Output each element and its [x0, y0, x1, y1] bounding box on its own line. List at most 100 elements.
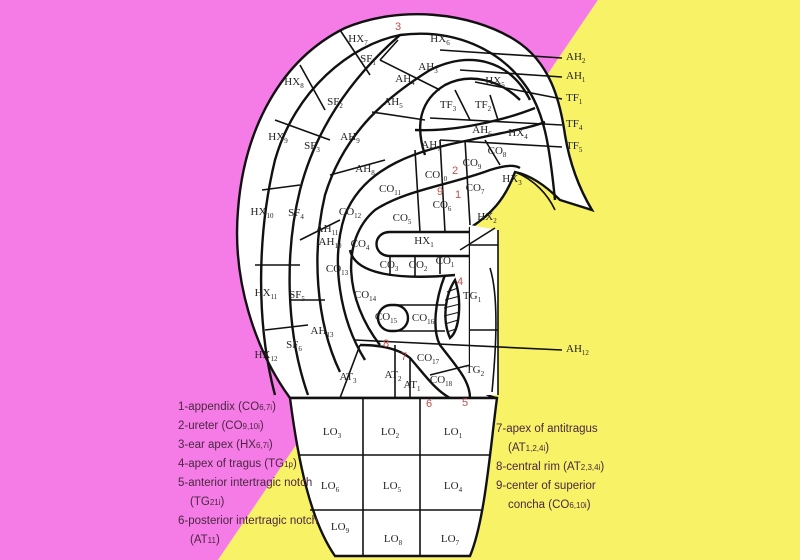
legend-end: ) — [293, 458, 297, 470]
acupoint-number: 7 — [401, 351, 407, 363]
legend-item: 2-ureter (CO9,10i) — [178, 417, 318, 436]
label-subscript: 7 — [364, 39, 368, 47]
label-base: CO — [417, 352, 432, 364]
region-label: CO6 — [433, 199, 452, 213]
label-subscript: 3 — [353, 377, 357, 385]
acupoint-number: 9 — [437, 186, 443, 198]
legend-subscript: 6,10i — [569, 501, 587, 510]
label-subscript: 6 — [488, 130, 492, 138]
region-label: CO17 — [417, 352, 440, 366]
label-base: TF — [440, 99, 453, 111]
label-base: CO — [409, 259, 424, 271]
legend-item: 3-ear apex (HX6,7i) — [178, 436, 318, 455]
label-base: HX — [414, 235, 430, 247]
legend-item: (AT1,2,4i) — [496, 439, 604, 458]
label-subscript: 13 — [341, 269, 349, 277]
label-base: SF — [304, 140, 316, 152]
legend-text: 6-posterior intertragic notch — [178, 515, 318, 527]
label-base: CO — [488, 145, 503, 157]
callout-label: TF4 — [566, 118, 583, 132]
legend-text: 2-ureter (CO — [178, 420, 243, 432]
region-label: LO2 — [381, 426, 400, 440]
region-label: LO4 — [444, 480, 463, 494]
label-base: AH — [316, 223, 332, 235]
label-subscript: 8 — [300, 82, 304, 90]
label-subscript: 9 — [284, 137, 288, 145]
region-label: HX8 — [284, 76, 304, 90]
label-subscript: 2 — [398, 375, 402, 383]
label-base: AH — [383, 96, 399, 108]
label-subscript: 4 — [366, 244, 370, 252]
label-base: LO — [383, 480, 398, 492]
label-subscript: 5 — [501, 81, 505, 89]
legend-end: ) — [220, 496, 225, 508]
label-subscript: 12 — [270, 355, 278, 363]
region-label: HX7 — [348, 33, 368, 47]
label-subscript: 4 — [524, 133, 528, 141]
legend-subscript: 21i — [209, 498, 221, 507]
region-label: AH4 — [395, 73, 415, 87]
legend-item: 6-posterior intertragic notch — [178, 512, 318, 531]
earlobe — [288, 396, 499, 558]
legend-text: concha (CO — [508, 499, 570, 511]
region-label: AH5 — [383, 96, 403, 110]
label-base: HX — [284, 76, 300, 88]
ear-body — [235, 13, 595, 400]
label-base: HX — [502, 173, 518, 185]
label-base: TF — [475, 99, 488, 111]
legend-end: ) — [545, 442, 550, 454]
legend-item: (TG21i) — [178, 493, 318, 512]
legend-text: 7-apex of antitragus — [496, 423, 598, 435]
legend-text: (AT — [190, 534, 208, 546]
label-subscript: 14 — [369, 295, 377, 303]
label-base: SF — [360, 53, 372, 65]
region-label: AH6 — [472, 124, 492, 138]
region-label: AH9 — [340, 131, 360, 145]
region-label: HX10 — [251, 206, 274, 220]
legend-subscript: 1p — [284, 460, 294, 469]
label-subscript: 5 — [399, 102, 403, 110]
legend-end: ) — [600, 461, 605, 473]
region-label: AH3 — [418, 61, 438, 75]
legend-subscript: 6,7i — [259, 403, 273, 412]
region-label: TG1 — [463, 290, 482, 304]
region-label: HX3 — [502, 173, 522, 187]
label-base: HX — [251, 206, 267, 218]
label-subscript: 3 — [518, 179, 522, 187]
region-label: CO12 — [339, 206, 362, 220]
region-label: SF6 — [286, 339, 302, 353]
label-base: CO — [466, 182, 481, 194]
legend-text: 5-anterior intertragic notch — [178, 477, 313, 489]
label-base: HX — [485, 75, 501, 87]
label-base: SF — [288, 207, 300, 219]
region-label: AH10 — [319, 236, 342, 250]
label-subscript: 8 — [399, 539, 403, 547]
label-base: LO — [381, 426, 396, 438]
label-base: LO — [323, 426, 338, 438]
label-base: CO — [380, 259, 395, 271]
label-subscript: 15 — [390, 317, 398, 325]
label-subscript: 1 — [451, 261, 455, 269]
label-base: LO — [384, 533, 399, 545]
label-base: CO — [433, 199, 448, 211]
label-base: CO — [326, 263, 341, 275]
label-subscript: 9 — [346, 527, 350, 535]
label-subscript: 7 — [437, 145, 441, 153]
label-base: CO — [463, 157, 478, 169]
label-base: AH — [566, 343, 582, 355]
label-base: AH — [418, 61, 434, 73]
tragus-area — [470, 225, 498, 395]
label-base: CO — [412, 312, 427, 324]
label-subscript: 3 — [316, 146, 320, 154]
region-label: LO6 — [321, 480, 340, 494]
label-subscript: 18 — [445, 380, 453, 388]
label-subscript: 10 — [266, 212, 274, 220]
region-label: CO1 — [436, 255, 455, 269]
region-label: CO15 — [375, 311, 398, 325]
label-base: CO — [393, 212, 408, 224]
region-label: TF3 — [440, 99, 457, 113]
label-subscript: 6 — [446, 39, 450, 47]
label-base: CO — [351, 238, 366, 250]
legend-end: ) — [586, 499, 591, 511]
